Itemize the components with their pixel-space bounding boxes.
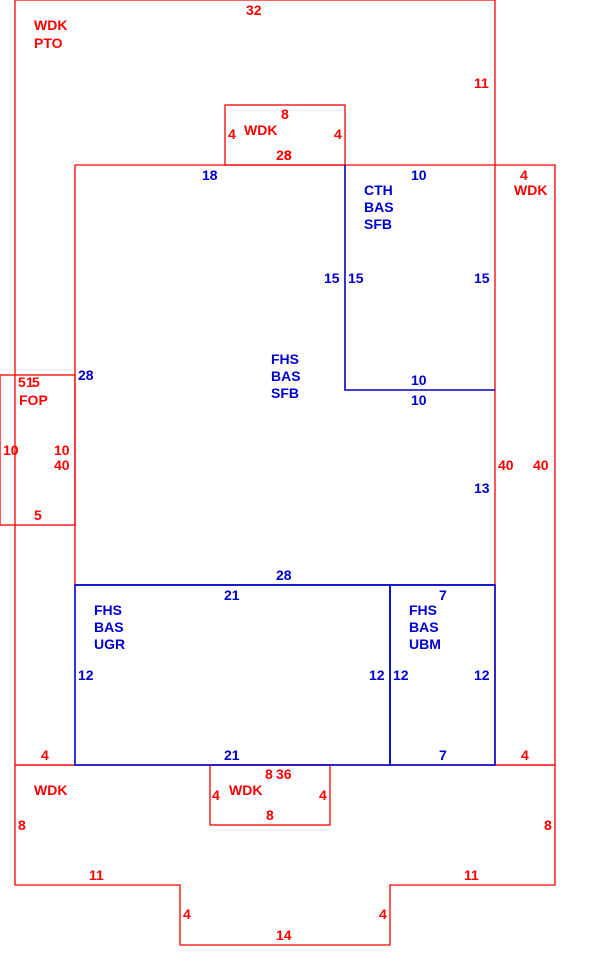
ubm-outline [389,584,496,766]
wdk-bottom-outline [14,764,556,946]
cth-label-line2: BAS [364,199,394,215]
dim-ugr-left: 12 [78,667,94,683]
wdk-top-label: WDK [244,122,277,138]
dim-wdk-bl-step-right: 11 [464,867,479,883]
dim-ugr-top: 21 [224,587,240,603]
dim-ubm-top: 7 [439,587,447,603]
ubm-label-line2: BAS [409,619,439,635]
dim-fop-top-b: 5 [32,374,40,390]
dim-wdk-bl-notch-left: 4 [183,906,191,922]
dim-wdk-small-top-a: 8 [265,766,273,782]
wdk-right-label: WDK [514,182,547,198]
dim-wdk-right-left: 40 [498,457,514,473]
dim-wdk-bl-bottom: 14 [276,927,292,943]
pto-sub-label: PTO [34,35,63,51]
dim-wdk-right-bottom: 4 [521,747,529,763]
dim-cth-left-outer: 15 [324,270,340,286]
dim-wdk-small-right: 4 [319,787,327,803]
dim-wdk-top-left: 4 [228,126,236,142]
fhs-main-label-line2: BAS [271,368,301,384]
dim-wdk-top-top: 8 [281,106,289,122]
dim-cth-right: 15 [474,270,490,286]
dim-wdk-top-bottom-overlap: 8 [284,147,292,163]
dim-wdk-small-top-b: 36 [276,766,292,782]
dim-fop-top-c: 1 [26,374,34,390]
dim-wdk-right-top: 4 [520,167,528,183]
dim-pto-bottom-left: 4 [41,747,49,763]
dim-wdk-bl-notch-right: 4 [379,906,387,922]
dim-cth-bottom-lower: 10 [411,392,427,408]
cth-label-line1: CTH [364,182,393,198]
pto-outline [14,0,496,765]
ugr-label-line1: FHS [94,602,122,618]
ubm-label-line1: FHS [409,602,437,618]
ubm-label-line3: UBM [409,636,441,652]
exterior-outlines [0,0,556,946]
dim-ubm-bottom: 7 [439,747,447,763]
dim-wdk-right-right: 40 [533,457,549,473]
dim-wdk-bl-right: 8 [544,817,552,833]
dim-wdk-small-bottom: 8 [266,807,274,823]
cth-label-line3: SFB [364,216,392,232]
dim-ugr-right: 12 [369,667,385,683]
dim-pto-top: 32 [246,2,262,18]
dim-cth-left-inner: 15 [348,270,364,286]
cth-outline [344,165,495,391]
dim-wdk-top-right: 4 [334,126,342,142]
dim-cth-top: 10 [411,167,427,183]
ugr-label-line3: UGR [94,636,125,652]
living-outlines [74,165,496,766]
fhs-main-label-line1: FHS [271,351,299,367]
fhs-main-label-line3: SFB [271,385,299,401]
dim-fop-bottom: 5 [34,507,42,523]
wdk-bottom-small-label: WDK [229,782,262,798]
pto-code-label: WDK [34,17,67,33]
dim-fop-right-a: 10 [54,442,70,458]
dim-cth-bottom-upper: 10 [411,372,427,388]
dim-fop-left: 10 [3,442,19,458]
dim-wdk-bl-step-left: 11 [89,867,104,883]
ugr-label-line2: BAS [94,619,124,635]
dim-fop-right-b: 40 [54,457,70,473]
dimension-labels-blue: 18 10 15 15 15 10 10 28 13 28 21 7 12 12… [78,167,490,763]
fop-label: FOP [19,392,48,408]
dim-main-bottom: 28 [276,567,292,583]
area-labels: WDK PTO WDK WDK CTH BAS SFB FHS BAS SFB … [19,17,547,798]
dim-wdk-top-bottom: 28 [276,147,292,163]
dim-wdk-bl-left: 8 [18,817,26,833]
dim-ubm-left: 12 [393,667,409,683]
dim-pto-right: 11 [474,75,489,91]
dim-wdk-small-left: 4 [212,787,220,803]
dim-fop-top-a: 5 [18,374,26,390]
dim-ubm-right: 12 [474,667,490,683]
dimension-labels-red: 32 11 8 4 4 28 8 4 5 1 5 10 10 40 5 40 4… [3,2,552,943]
wdk-bottom-left-label: WDK [34,782,67,798]
dim-main-right-inner: 13 [474,480,490,496]
dim-main-left: 28 [78,367,94,383]
dim-main-top-left: 18 [202,167,218,183]
dim-ugr-bottom: 21 [224,747,240,763]
